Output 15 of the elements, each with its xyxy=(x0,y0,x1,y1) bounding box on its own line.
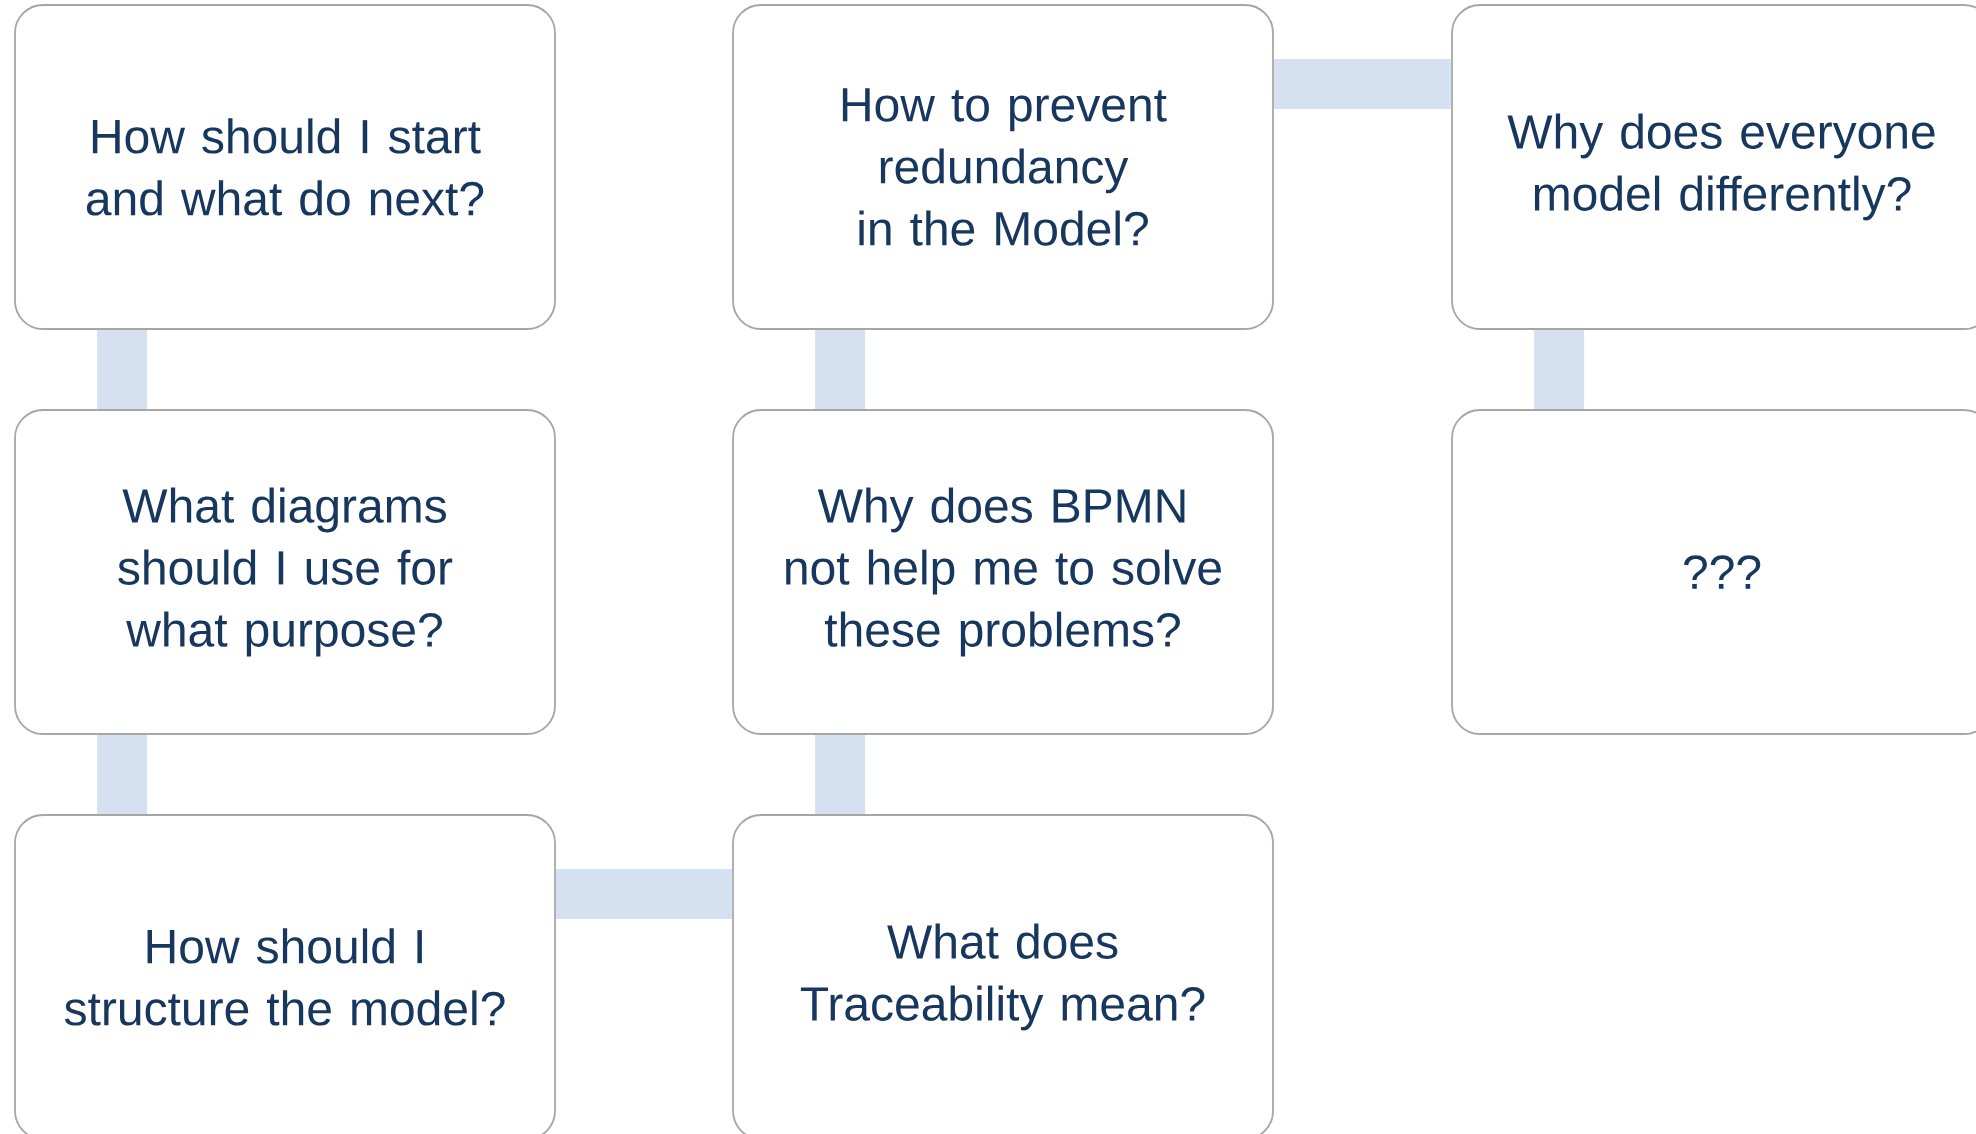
question-box: How should I structure the model? xyxy=(14,814,556,1134)
connector-bar xyxy=(97,329,148,410)
question-box: Why does BPMN not help me to solve these problems? xyxy=(732,409,1274,735)
question-box: How should I start and what do next? xyxy=(14,4,556,330)
question-box: ??? xyxy=(1451,409,1976,735)
question-box: What does Traceability mean? xyxy=(732,814,1274,1134)
connector-bar xyxy=(815,734,866,815)
question-box: Why does everyone model differently? xyxy=(1451,4,1976,330)
connector-bar xyxy=(1273,59,1452,110)
connector-bar xyxy=(555,869,733,920)
connector-bar xyxy=(815,329,866,410)
question-box: What diagrams should I use for what purpose? xyxy=(14,409,556,735)
connector-bar xyxy=(1534,329,1585,410)
question-box: How to prevent redundancy in the Model? xyxy=(732,4,1274,330)
connector-bar xyxy=(97,734,148,815)
